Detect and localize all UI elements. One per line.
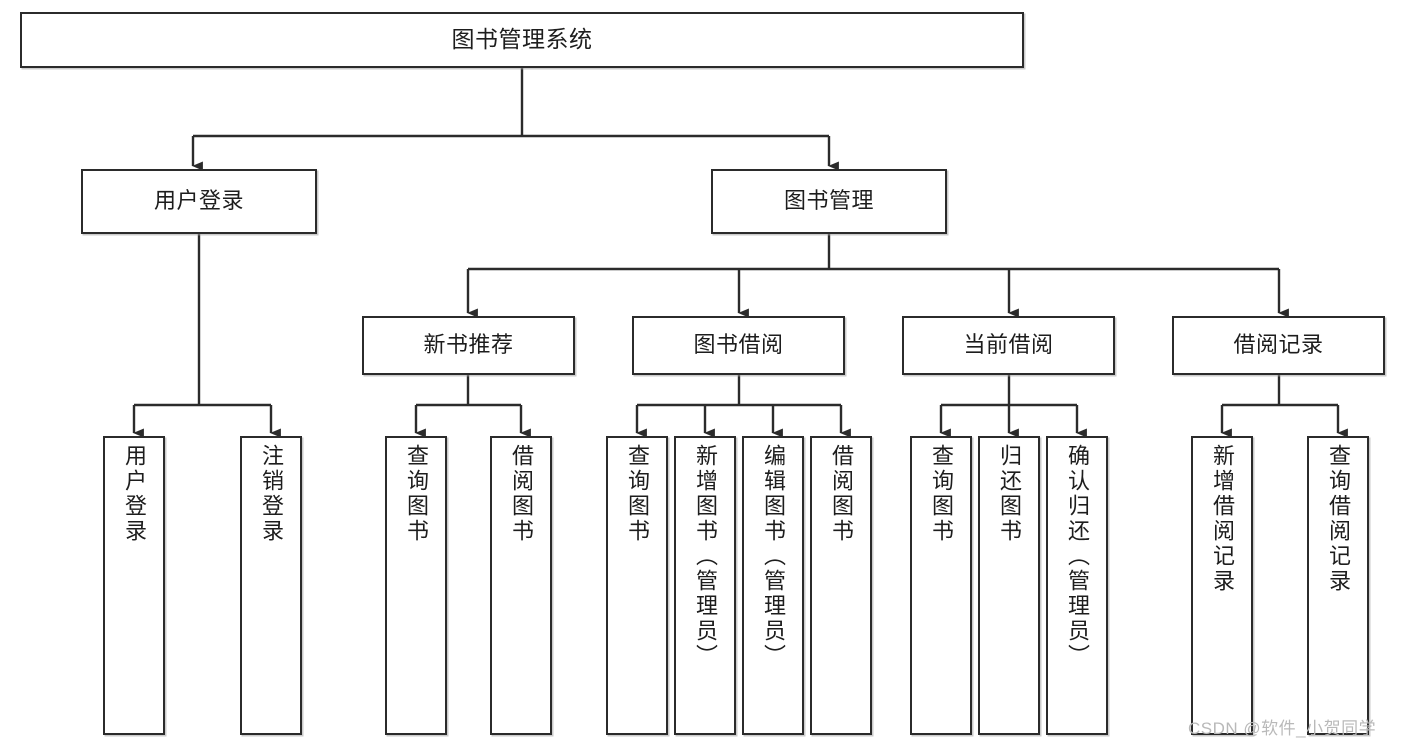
leaf-edit-book-admin[interactable]: 编辑图书（管理员） xyxy=(742,436,804,735)
node-label: 归还图书 xyxy=(997,444,1022,544)
leaf-return-book[interactable]: 归还图书 xyxy=(978,436,1040,735)
node-label: 当前借阅 xyxy=(963,332,1054,358)
node-borrow-records[interactable]: 借阅记录 xyxy=(1172,316,1385,375)
node-label: 新增图书（管理员） xyxy=(693,444,718,669)
node-label: 用户登录 xyxy=(122,444,147,544)
node-label: 新增借阅记录 xyxy=(1210,444,1235,594)
leaf-user-logout[interactable]: 注销登录 xyxy=(240,436,302,735)
node-label: 确认归还（管理员） xyxy=(1065,444,1090,669)
leaf-add-book-admin[interactable]: 新增图书（管理员） xyxy=(674,436,736,735)
leaf-add-borrow-record[interactable]: 新增借阅记录 xyxy=(1191,436,1253,735)
leaf-borrow-book[interactable]: 借阅图书 xyxy=(810,436,872,735)
leaf-query-borrow-record[interactable]: 查询借阅记录 xyxy=(1307,436,1369,735)
node-label: 注销登录 xyxy=(259,444,284,544)
node-label: 新书推荐 xyxy=(423,332,514,358)
leaf-query-book-current[interactable]: 查询图书 xyxy=(910,436,972,735)
csdn-watermark: CSDN @软件_小贺同学 xyxy=(1188,719,1377,738)
node-label: 查询借阅记录 xyxy=(1326,444,1351,594)
node-root-library-system[interactable]: 图书管理系统 xyxy=(20,12,1024,68)
node-label: 借阅图书 xyxy=(829,444,854,544)
node-current-borrowing[interactable]: 当前借阅 xyxy=(902,316,1115,375)
node-label: 查询图书 xyxy=(404,444,429,544)
node-label: 借阅记录 xyxy=(1233,332,1324,358)
node-label: 查询图书 xyxy=(929,444,954,544)
node-label: 用户登录 xyxy=(153,188,244,214)
node-book-management[interactable]: 图书管理 xyxy=(711,169,947,234)
leaf-user-login[interactable]: 用户登录 xyxy=(103,436,165,735)
node-label: 图书借阅 xyxy=(693,332,784,358)
node-book-borrowing[interactable]: 图书借阅 xyxy=(632,316,845,375)
node-label: 借阅图书 xyxy=(509,444,534,544)
leaf-borrow-book-recommend[interactable]: 借阅图书 xyxy=(490,436,552,735)
leaf-query-book-borrow[interactable]: 查询图书 xyxy=(606,436,668,735)
node-new-book-recommendation[interactable]: 新书推荐 xyxy=(362,316,575,375)
node-user-login[interactable]: 用户登录 xyxy=(81,169,317,234)
node-label: 查询图书 xyxy=(625,444,650,544)
leaf-confirm-return-admin[interactable]: 确认归还（管理员） xyxy=(1046,436,1108,735)
node-label: 图书管理 xyxy=(783,188,874,214)
leaf-query-book-recommend[interactable]: 查询图书 xyxy=(385,436,447,735)
node-label: 图书管理系统 xyxy=(451,26,593,53)
node-label: 编辑图书（管理员） xyxy=(761,444,786,669)
